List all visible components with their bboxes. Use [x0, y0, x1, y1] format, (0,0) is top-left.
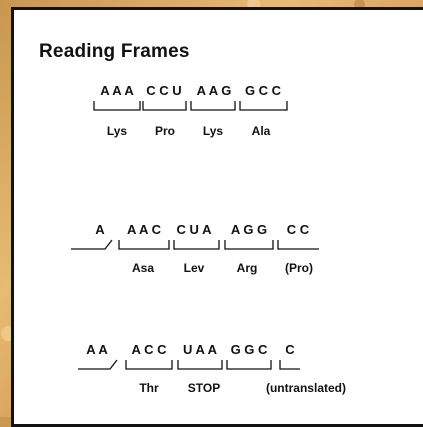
frame-3: A A A C C U A A G G C C Thr STOP (untran… — [78, 342, 346, 395]
frame-1-bracket-4 — [239, 101, 288, 111]
frame-1-codon-1: A A A — [100, 83, 134, 98]
frame-3-leading: A A — [86, 342, 108, 357]
frame-2: A A A C C U A A G G C C Asa Lev Arg (Pro… — [71, 222, 319, 275]
frame-1-codon-3: A A G — [197, 83, 232, 98]
frame-1-codon-4: G C C — [245, 83, 282, 98]
frame-1: A A A C C U A A G G C C Lys Pro Lys Ala — [93, 83, 288, 138]
frame-3-bracket-4 — [279, 360, 300, 370]
frame-3-codon-4: C — [285, 342, 295, 357]
frame-2-codon-1: A A C — [127, 222, 162, 237]
frame-1-bracket-1 — [93, 101, 141, 111]
frame-2-bracket-2 — [173, 240, 220, 250]
frame-3-amino-2: STOP — [188, 381, 220, 395]
frame-2-amino-4: (Pro) — [285, 261, 313, 275]
frame-1-codon-2: C C U — [146, 83, 181, 98]
frame-1-amino-3: Lys — [203, 124, 224, 138]
frame-2-codon-4: C C — [287, 222, 310, 237]
frame-3-bracket-2 — [177, 360, 223, 370]
frame-3-amino-3: (untranslated) — [266, 381, 346, 395]
frame-3-codon-1: A C C — [132, 342, 168, 357]
frame-2-bracket-1 — [118, 240, 170, 250]
frame-2-bracket-4 — [277, 240, 319, 250]
frame-2-amino-2: Lev — [184, 261, 205, 275]
frame-1-amino-1: Lys — [107, 124, 128, 138]
frame-2-codon-3: A G G — [231, 222, 267, 237]
frame-2-bracket-3 — [224, 240, 274, 250]
frame-3-leading-bracket — [78, 359, 118, 370]
frame-1-bracket-2 — [142, 101, 187, 111]
frame-3-amino-1: Thr — [139, 381, 159, 395]
frame-1-amino-4: Ala — [252, 124, 271, 138]
frame-2-leading: A — [95, 222, 105, 237]
frame-3-bracket-1 — [125, 360, 173, 370]
diagram-title: Reading Frames — [39, 41, 190, 62]
frame-2-leading-bracket — [71, 239, 113, 250]
reading-frames-diagram: A A A C C U A A G G C C Lys Pro Lys Ala … — [71, 83, 346, 395]
frame-2-amino-1: Asa — [132, 261, 154, 275]
frame-3-codon-3: G G C — [231, 342, 268, 357]
frame-3-bracket-3 — [226, 360, 272, 370]
frame-1-amino-2: Pro — [155, 124, 175, 138]
frame-1-bracket-3 — [190, 101, 236, 111]
frame-3-codon-2: U A A — [183, 342, 218, 357]
diagram-panel: Reading Frames A A A C C U A A G G C C L… — [11, 7, 423, 427]
frame-2-codon-2: C U A — [177, 222, 213, 237]
frame-2-amino-3: Arg — [237, 261, 258, 275]
